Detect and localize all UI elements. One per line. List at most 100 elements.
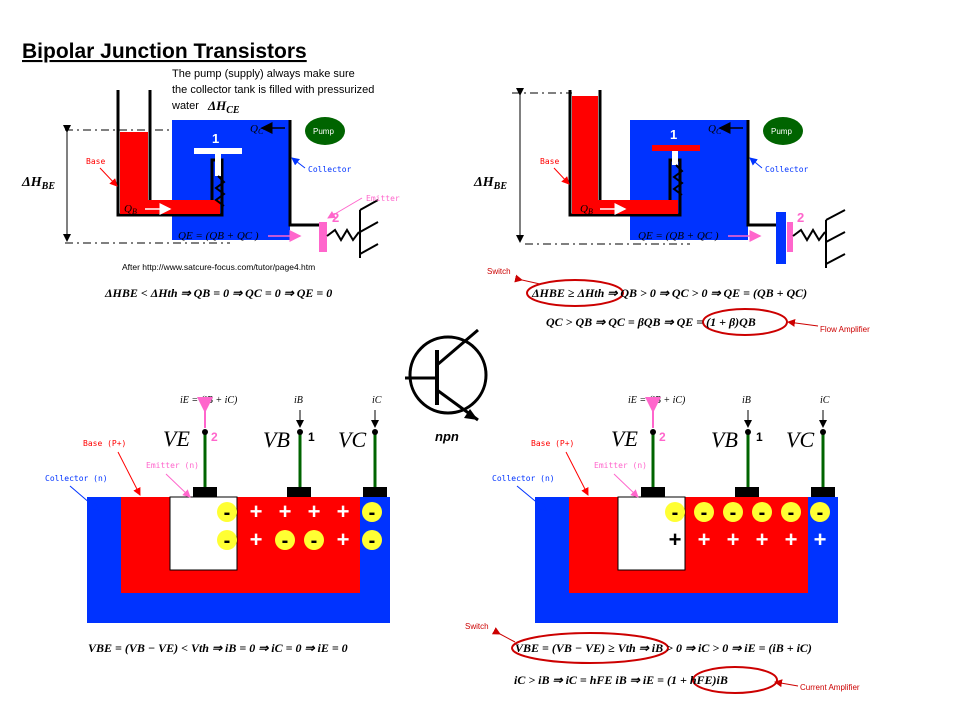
tank-wall-right — [746, 120, 778, 227]
pump-label: Pump — [313, 127, 334, 136]
valve-1-stem-right — [672, 151, 678, 165]
positive-charge: + — [250, 527, 263, 552]
npn-transistor-icon — [405, 328, 488, 422]
charge-bg — [275, 530, 295, 550]
positive-charge: + — [698, 527, 711, 552]
flow-amp-ellipse — [702, 308, 788, 336]
collector-contact-right — [811, 487, 835, 497]
switch-label-bottom: Switch — [465, 622, 489, 631]
base-contact — [287, 487, 311, 497]
valve-1-plate — [194, 148, 242, 154]
collector-n-pointer — [69, 485, 99, 511]
positive-charge: + — [727, 527, 740, 552]
positive-charge: + — [250, 499, 263, 524]
ib-label-right: iB — [742, 395, 751, 406]
switch-label-top: Switch — [487, 267, 511, 276]
eq-water-amp: QC > QB ⇒ QC = βQB ⇒ QE = (1 + β)QB — [546, 315, 756, 329]
base-contact-right — [735, 487, 759, 497]
charge-bg — [781, 502, 801, 522]
positive-charge: + — [279, 499, 292, 524]
collector-n-label: Collector (n) — [45, 474, 108, 483]
ve-label-right: VE — [611, 426, 638, 451]
vb-label-right: VB — [711, 427, 738, 452]
ic-label: iC — [372, 395, 382, 406]
charge-bg — [810, 502, 830, 522]
charge-bg — [304, 530, 324, 550]
dh-be-label-right: ΔHBE — [473, 175, 507, 192]
ic-label-right: iC — [820, 395, 830, 406]
collector-n-label-right: Collector (n) — [492, 474, 555, 483]
collector-tank-right — [630, 120, 748, 240]
water-analogy-left: ΔHBE 1 QC QB QE = (QB + QC ) 2 Pump Base… — [21, 90, 400, 258]
valve-1-label: 1 — [212, 131, 219, 146]
base-p-pointer-right — [565, 451, 589, 496]
vb-label: VB — [263, 427, 290, 452]
charge-bg — [694, 502, 714, 522]
valve-2 — [319, 222, 327, 252]
ie-label-right: iE = (iB + iC) — [628, 395, 686, 406]
base-channel-water-right — [598, 200, 678, 214]
emitter-label: Emitter — [366, 194, 400, 203]
collector-label: Collector — [308, 165, 352, 174]
collector-pointer-right — [749, 157, 763, 169]
negative-charge: - — [730, 502, 737, 524]
base-p-label: Base (P+) — [83, 439, 126, 448]
charge-grid-right: ------++++++ — [665, 502, 830, 552]
valve-2-spring — [326, 228, 360, 242]
current-amp-label: Current Amplifier — [800, 683, 860, 692]
eq-semi-amp: iC > iB ⇒ iC = hFE iB ⇒ iE = (1 + hFE)iB — [514, 673, 728, 687]
positive-charge: + — [756, 527, 769, 552]
pump-icon — [305, 117, 345, 145]
eq-water-off: ΔHBE < ΔHth ⇒ QB = 0 ⇒ QC = 0 ⇒ QE = 0 — [104, 286, 332, 300]
valve-1-label-right: 1 — [670, 127, 677, 142]
ib-label: iB — [294, 395, 303, 406]
negative-charge: - — [224, 530, 231, 552]
negative-charge: - — [701, 502, 708, 524]
emitter-n-pointer-right — [613, 473, 639, 498]
negative-charge: - — [788, 502, 795, 524]
positive-charge: + — [308, 499, 321, 524]
charge-grid-left: -++++--+--+- — [217, 499, 382, 552]
page-title: Bipolar Junction Transistors — [22, 40, 307, 63]
positive-charge: + — [814, 527, 827, 552]
switch-ellipse-bottom — [511, 632, 669, 664]
pump-note-line3: water — [171, 100, 199, 112]
emitter-contact — [193, 487, 217, 497]
flow-amp-pointer — [787, 318, 819, 327]
eq-semi-off: VBE = (VB − VE) < Vth ⇒ iB = 0 ⇒ iC = 0 … — [88, 641, 348, 655]
base-region-right — [569, 497, 808, 593]
charge-bg — [217, 530, 237, 550]
pump-note-symbol: ΔHCE — [207, 98, 240, 116]
collector-label-right: Collector — [765, 165, 809, 174]
water-analogy-right: ΔHBE 1 QC QB QE = (QB + QC ) 2 Pump Base… — [473, 88, 846, 268]
emitter-contact-right — [641, 487, 665, 497]
switch-ellipse-top — [526, 279, 624, 307]
base-label-right: Base — [540, 157, 559, 166]
emitter-pointer — [327, 197, 363, 219]
emitter-n-pointer — [165, 473, 191, 498]
valve-2-label-right: 2 — [797, 210, 804, 225]
valve-1-spring — [214, 175, 226, 207]
positive-charge: + — [785, 527, 798, 552]
base-pointer — [99, 167, 118, 187]
charge-bg — [217, 502, 237, 522]
pump-note-line2: the collector tank is filled with pressu… — [172, 84, 374, 96]
ve-label: VE — [163, 426, 190, 451]
terminal-2-label: 2 — [211, 430, 218, 444]
charge-bg — [362, 530, 382, 550]
qc-label-right: QC — [708, 123, 722, 136]
pump-label-right: Pump — [771, 127, 792, 136]
ie-label: iE = (iB + iC) — [180, 395, 238, 406]
qb-label: QB — [124, 203, 137, 216]
negative-charge: - — [369, 530, 376, 552]
eq-semi-on: VBE = (VB − VE) ≥ Vth ⇒ iB > 0 ⇒ iC > 0 … — [515, 641, 812, 655]
pump-note-line1: The pump (supply) always make sure — [172, 68, 355, 80]
ground-symbol — [359, 199, 379, 258]
negative-charge: - — [817, 502, 824, 524]
dh-be-label: ΔHBE — [21, 175, 55, 192]
npn-label: npn — [435, 429, 459, 444]
collector-tank — [172, 120, 290, 240]
base-water — [120, 132, 148, 214]
